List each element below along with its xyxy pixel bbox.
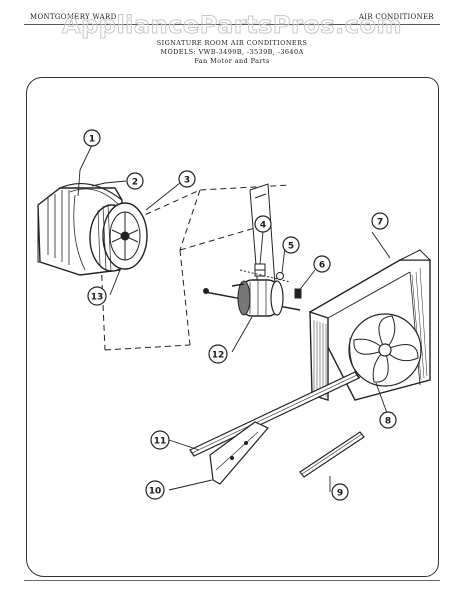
diagram-titles: SIGNATURE ROOM AIR CONDITIONERS MODELS: … [0, 39, 464, 66]
callout-6: 6 [313, 255, 331, 273]
callout-number: 6 [319, 261, 325, 271]
fan-motor [203, 279, 301, 317]
callout-10: 10 [145, 480, 165, 500]
callout-11: 11 [150, 430, 170, 450]
mounting-hardware [239, 263, 302, 299]
callout-number: 13 [91, 293, 104, 303]
title-line-2: MODELS: VWB-3499B, -3539B, -3640A [160, 48, 304, 56]
callout-number: 2 [132, 178, 138, 188]
callout-number: 12 [212, 351, 225, 361]
seal-strip-9 [299, 431, 365, 478]
blower-wheel [89, 202, 148, 273]
callout-group: 1 2 3 4 5 6 7 8 9 10 11 12 13 [83, 129, 397, 501]
callout-number: 3 [184, 176, 190, 186]
footer-divider [24, 580, 440, 581]
callout-7: 7 [371, 212, 389, 230]
callout-number: 9 [337, 489, 343, 499]
callout-2: 2 [126, 172, 144, 190]
title-line-1: SIGNATURE ROOM AIR CONDITIONERS [156, 39, 308, 47]
condenser-fan-blade [348, 313, 422, 387]
title-line-3: Fan Motor and Parts [194, 57, 270, 65]
seal-strip-11 [189, 371, 360, 457]
callout-8: 8 [379, 411, 397, 429]
leader-lines [77, 144, 391, 492]
header-divider [24, 24, 440, 25]
callout-number: 11 [154, 437, 167, 447]
callout-3: 3 [178, 170, 196, 188]
callout-number: 10 [149, 487, 162, 497]
callout-9: 9 [331, 483, 349, 501]
callout-number: 7 [377, 218, 383, 228]
brand-label: MONTGOMERY WARD [30, 13, 117, 21]
callout-1: 1 [83, 129, 101, 147]
callout-5: 5 [282, 236, 300, 254]
callout-number: 4 [260, 221, 266, 231]
callout-12: 12 [208, 344, 228, 364]
callout-number: 5 [288, 242, 294, 252]
callout-13: 13 [87, 286, 107, 306]
callout-4: 4 [254, 215, 272, 233]
callout-number: 1 [89, 135, 95, 145]
bracket-plate-10 [209, 421, 269, 485]
category-label: AIR CONDITIONER [358, 13, 434, 21]
diagram-frame [26, 77, 439, 577]
callout-number: 8 [385, 417, 391, 427]
